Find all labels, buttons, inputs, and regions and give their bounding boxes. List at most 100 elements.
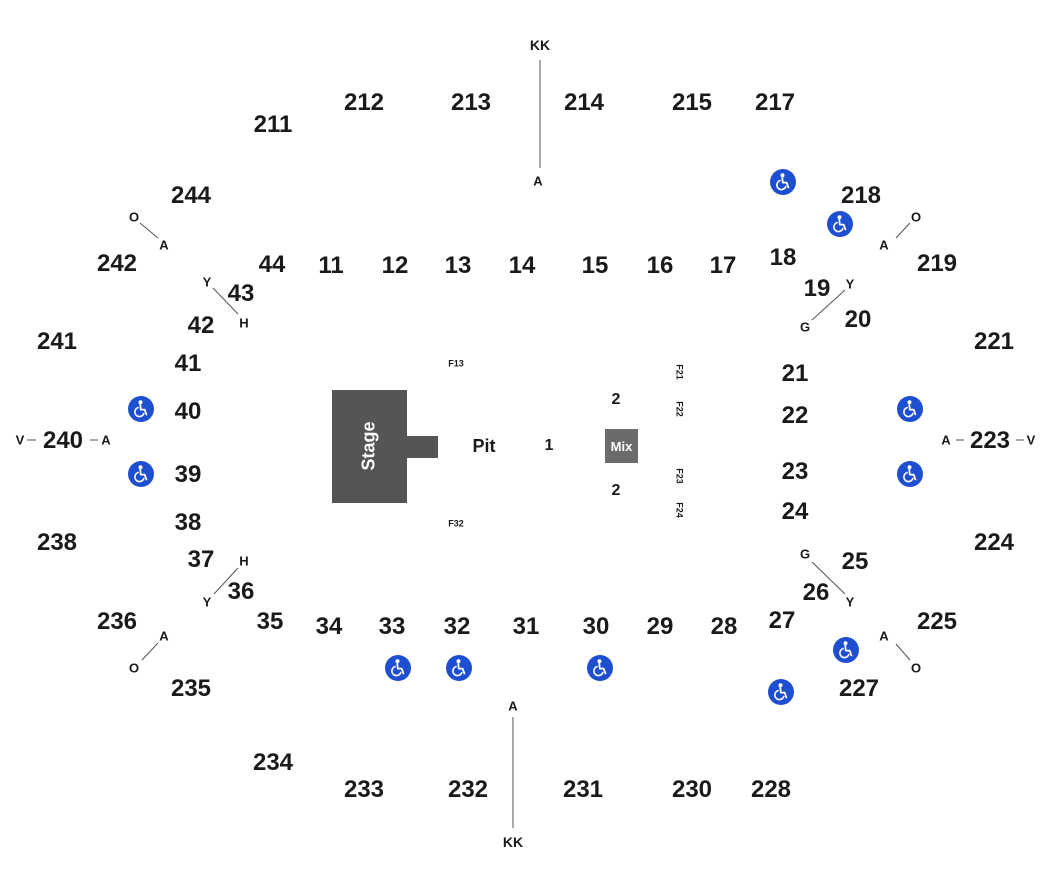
wheelchair-icon[interactable] xyxy=(385,655,411,681)
wheelchair-icon[interactable] xyxy=(833,637,859,663)
section-20[interactable]: 20 xyxy=(844,306,872,333)
section-224[interactable]: 224 xyxy=(973,529,1015,556)
section-217[interactable]: 217 xyxy=(754,89,796,116)
floor-section-f22[interactable]: F22 xyxy=(674,401,685,417)
wheelchair-icon[interactable] xyxy=(128,396,154,422)
section-241[interactable]: 241 xyxy=(36,328,78,355)
section-211[interactable]: 211 xyxy=(253,111,293,138)
section-227[interactable]: 227 xyxy=(838,675,880,702)
section-31[interactable]: 31 xyxy=(512,613,540,640)
section-234[interactable]: 234 xyxy=(252,749,294,776)
section-38[interactable]: 38 xyxy=(174,509,202,536)
se-row-line xyxy=(895,643,911,661)
section-235[interactable]: 235 xyxy=(170,675,212,702)
section-40[interactable]: 40 xyxy=(174,398,202,425)
row-marker-bottom-kk: KK xyxy=(502,834,524,850)
section-44[interactable]: 44 xyxy=(258,251,286,278)
wheelchair-icon[interactable] xyxy=(897,396,923,422)
section-223[interactable]: 223 xyxy=(969,427,1011,454)
section-236[interactable]: 236 xyxy=(96,608,138,635)
section-26[interactable]: 26 xyxy=(802,579,830,606)
section-242[interactable]: 242 xyxy=(96,250,138,277)
wheelchair-icon[interactable] xyxy=(446,655,472,681)
se-lower-row-line xyxy=(811,561,846,595)
section-16[interactable]: 16 xyxy=(646,252,674,279)
section-17[interactable]: 17 xyxy=(709,252,737,279)
row-marker-se-o: O xyxy=(910,660,922,676)
section-13[interactable]: 13 xyxy=(444,252,472,279)
floor-section-f23[interactable]: F23 xyxy=(674,468,685,484)
section-19[interactable]: 19 xyxy=(803,275,831,302)
row-marker-top-a: A xyxy=(533,173,543,189)
section-233[interactable]: 233 xyxy=(343,776,385,803)
sw-row-line xyxy=(141,642,159,661)
section-35[interactable]: 35 xyxy=(256,608,284,635)
row-marker-top-kk: KK xyxy=(529,37,551,53)
wheelchair-icon[interactable] xyxy=(770,169,796,195)
section-14[interactable]: 14 xyxy=(508,252,536,279)
floor-section-f32[interactable]: F32 xyxy=(448,518,464,529)
section-225[interactable]: 225 xyxy=(916,608,958,635)
section-212[interactable]: 212 xyxy=(343,89,385,116)
section-221[interactable]: 221 xyxy=(973,328,1015,355)
section-228[interactable]: 228 xyxy=(750,776,792,803)
pit-section[interactable]: Pit xyxy=(472,436,496,456)
section-18[interactable]: 18 xyxy=(769,244,797,271)
section-214[interactable]: 214 xyxy=(563,89,605,116)
section-23[interactable]: 23 xyxy=(781,458,809,485)
floor-zone-1[interactable]: 1 xyxy=(544,437,554,454)
section-213[interactable]: 213 xyxy=(450,89,492,116)
row-marker-nw-a: A xyxy=(159,237,169,253)
section-37[interactable]: 37 xyxy=(187,546,215,573)
section-215[interactable]: 215 xyxy=(671,89,713,116)
wheelchair-icon[interactable] xyxy=(128,461,154,487)
section-21[interactable]: 21 xyxy=(781,360,809,387)
row-marker-nw-lower-h: H xyxy=(239,315,249,331)
section-41[interactable]: 41 xyxy=(174,350,202,377)
section-240[interactable]: 240 xyxy=(42,427,84,454)
wheelchair-icon[interactable] xyxy=(897,461,923,487)
section-232[interactable]: 232 xyxy=(447,776,489,803)
stage[interactable] xyxy=(332,390,407,503)
section-34[interactable]: 34 xyxy=(315,613,343,640)
section-42[interactable]: 42 xyxy=(187,312,215,339)
stage-thrust xyxy=(406,436,438,458)
section-29[interactable]: 29 xyxy=(646,613,674,640)
row-marker-nw-o: O xyxy=(128,209,140,225)
nw-row-line xyxy=(139,222,159,239)
section-22[interactable]: 22 xyxy=(781,402,809,429)
section-28[interactable]: 28 xyxy=(710,613,738,640)
section-231[interactable]: 231 xyxy=(562,776,604,803)
section-43[interactable]: 43 xyxy=(227,280,255,307)
section-32[interactable]: 32 xyxy=(443,613,471,640)
row-marker-se-a: A xyxy=(879,628,889,644)
floor-section-f21[interactable]: F21 xyxy=(674,364,685,380)
row-marker-sw-o: O xyxy=(128,660,140,676)
row-marker-ne-a: A xyxy=(879,237,889,253)
section-244[interactable]: 244 xyxy=(170,182,212,209)
section-24[interactable]: 24 xyxy=(781,498,809,525)
section-30[interactable]: 30 xyxy=(582,613,610,640)
section-36[interactable]: 36 xyxy=(227,578,255,605)
section-218[interactable]: 218 xyxy=(840,182,882,209)
floor-section-f13[interactable]: F13 xyxy=(448,358,464,369)
floor-zone-2-top[interactable]: 2 xyxy=(611,391,621,408)
section-15[interactable]: 15 xyxy=(581,252,609,279)
section-33[interactable]: 33 xyxy=(378,613,406,640)
floor-section-f24[interactable]: F24 xyxy=(674,502,685,518)
wheelchair-icon[interactable] xyxy=(768,679,794,705)
section-238[interactable]: 238 xyxy=(36,529,78,556)
section-11[interactable]: 11 xyxy=(318,252,344,279)
section-12[interactable]: 12 xyxy=(381,252,409,279)
section-39[interactable]: 39 xyxy=(174,461,202,488)
row-marker-ne-o: O xyxy=(910,209,922,225)
section-230[interactable]: 230 xyxy=(671,776,713,803)
wheelchair-icon[interactable] xyxy=(827,211,853,237)
section-25[interactable]: 25 xyxy=(841,548,869,575)
section-27[interactable]: 27 xyxy=(768,607,796,634)
ne-lower-row-line xyxy=(811,289,846,321)
row-marker-nw-lower-y: Y xyxy=(202,274,212,290)
floor-zone-2-bottom[interactable]: 2 xyxy=(611,482,621,499)
section-219[interactable]: 219 xyxy=(916,250,958,277)
wheelchair-icon[interactable] xyxy=(587,655,613,681)
